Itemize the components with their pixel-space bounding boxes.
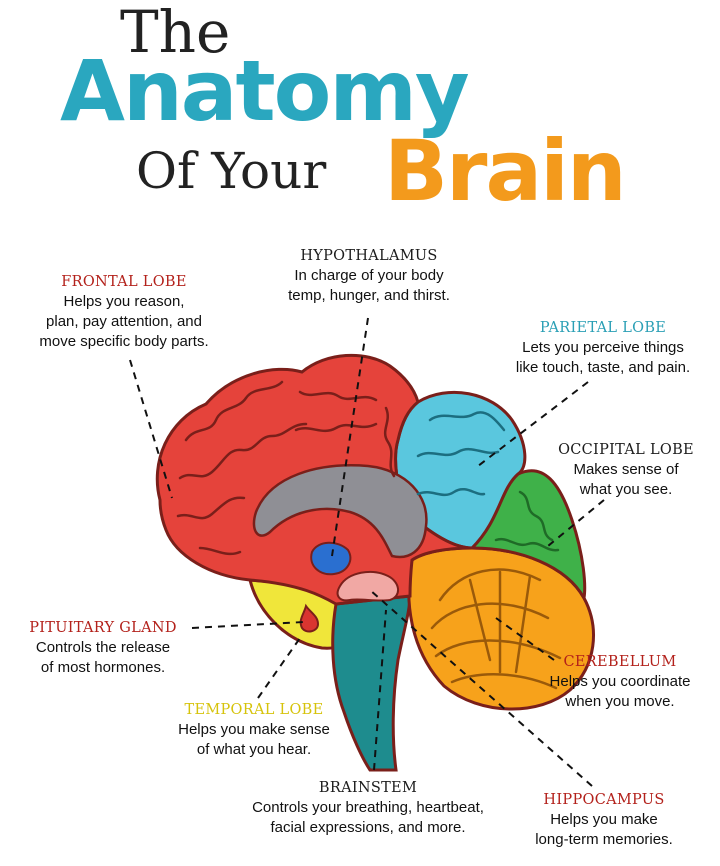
label-pituitary-gland: PITUITARY GLAND Controls the release of … [14,618,192,678]
frontal-gyri [176,380,396,556]
temporal-line-1: Helps you make sense [178,721,330,738]
label-hypothalamus: HYPOTHALAMUS In charge of your body temp… [264,246,474,306]
parietal-line-2: like touch, taste, and pain. [515,359,691,376]
label-hippocampus: HIPPOCAMPUS Helps you make long-term mem… [518,790,690,850]
hypothalamus-heading: HYPOTHALAMUS [300,248,438,264]
cerebellum-line-2: when you move. [565,693,675,710]
parietal-heading: PARIETAL LOBE [539,320,667,336]
pituitary-heading: PITUITARY GLAND [29,620,177,636]
corpus-callosum-region [252,464,428,559]
pituitary-region [299,603,320,633]
occipital-heading: OCCIPITAL LOBE [558,442,694,458]
hypothalamus-region [310,541,352,576]
leader-hippocampus [369,589,593,787]
leader-temporal [257,637,301,699]
label-brainstem: BRAINSTEM Controls your breathing, heart… [232,778,504,838]
leader-parietal [477,381,589,467]
frontal-heading: FRONTAL LOBE [61,274,187,290]
label-occipital-lobe: OCCIPITAL LOBE Makes sense of what you s… [548,440,704,500]
hippocampus-heading: HIPPOCAMPUS [543,792,665,808]
leader-hypothalamus [331,317,369,557]
brainstem-heading: BRAINSTEM [318,780,418,796]
brainstem-region [331,594,412,772]
occipital-line-2: what you see. [579,481,673,498]
hippocampus-line-2: long-term memories. [535,831,673,848]
leader-brainstem [373,609,387,771]
hippocampus-line-1: Helps you make [550,811,658,828]
occipital-line-1: Makes sense of [573,461,679,478]
cerebellum-heading: CEREBELLUM [563,654,677,670]
label-temporal-lobe: TEMPORAL LOBE Helps you make sense of wh… [166,700,342,760]
hypothalamus-line-2: temp, hunger, and thirst. [288,287,450,304]
parietal-gyri [416,411,506,497]
brainstem-line-2: facial expressions, and more. [270,819,466,836]
pituitary-line-1: Controls the release [35,639,171,656]
hippocampus-region [336,570,399,602]
temporal-line-2: of what you hear. [196,741,312,758]
brainstem-line-1: Controls your breathing, heartbeat, [252,799,484,816]
leader-lines [129,317,605,787]
cerebellum-folia [430,568,562,690]
leader-frontal [129,359,173,499]
frontal-line-1: Helps you reason, [63,293,185,310]
label-cerebellum: CEREBELLUM Helps you coordinate when you… [534,652,706,712]
frontal-line-2: plan, pay attention, and [46,313,202,330]
frontal-line-3: move specific body parts. [39,333,209,350]
title-anatomy: Anatomy [60,42,470,140]
title-brain: Brain [384,122,627,220]
title-the: The [120,0,231,66]
pituitary-line-2: of most hormones. [40,659,166,676]
parietal-line-1: Lets you perceive things [522,339,684,356]
temporal-heading: TEMPORAL LOBE [184,702,324,718]
label-frontal-lobe: FRONTAL LOBE Helps you reason, plan, pay… [12,272,236,352]
title-of-your: Of Your [136,142,327,200]
cerebellum-line-1: Helps you coordinate [549,673,691,690]
occipital-gyri [494,490,560,552]
leader-pituitary [191,621,305,629]
label-parietal-lobe: PARIETAL LOBE Lets you perceive things l… [494,318,712,378]
hypothalamus-line-1: In charge of your body [294,267,444,284]
